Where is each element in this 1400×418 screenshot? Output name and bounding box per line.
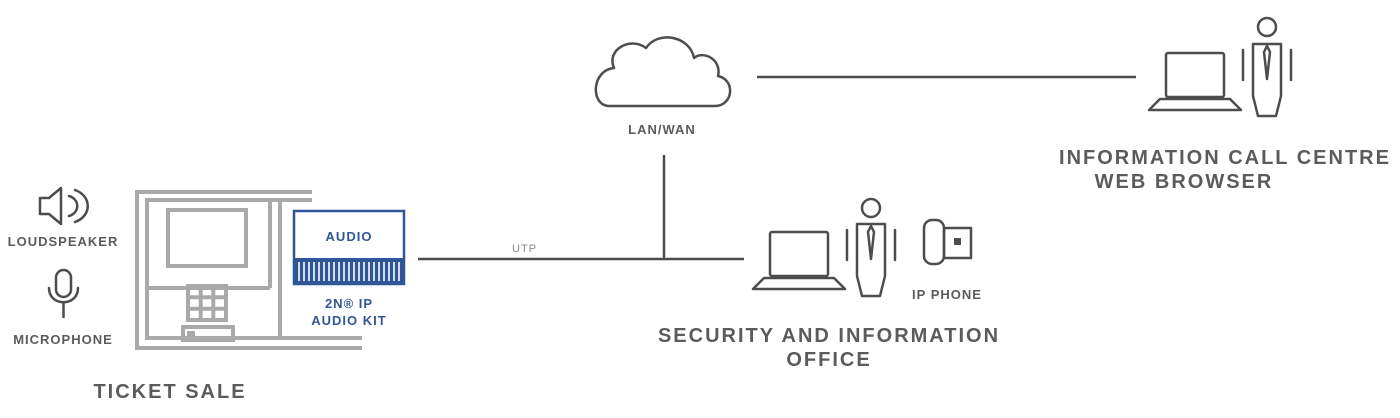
- laptop-icon: [1147, 51, 1243, 112]
- audio-kit-label-line2: AUDIO KIT: [311, 313, 386, 328]
- kiosk-screen: [166, 208, 248, 268]
- call-centre-node: INFORMATION CALL CENTRE WEB BROWSER: [1059, 16, 1391, 193]
- security-office-title: SECURITY AND INFORMATION: [658, 325, 1000, 347]
- ip-phone-icon: [922, 218, 973, 266]
- ticket-sale-node: AUDIO 2N® IP AUDIO KIT LOUDSPEAKER MICRO…: [8, 186, 406, 403]
- ticket-sale-title: TICKET SALE: [93, 381, 246, 403]
- audio-kit-badge: AUDIO: [326, 229, 373, 244]
- audio-kit-label-line1: 2N® IP: [325, 296, 373, 311]
- keypad-icon: [186, 284, 228, 322]
- lan-wan-label: LAN/WAN: [628, 122, 696, 137]
- audio-kit-icon: AUDIO: [292, 209, 406, 286]
- person-icon: [1241, 16, 1293, 118]
- call-centre-title: INFORMATION CALL CENTRE: [1059, 147, 1391, 169]
- kiosk-outline: [135, 190, 362, 350]
- connections: UTP: [418, 75, 1136, 261]
- laptop-icon: [751, 230, 847, 291]
- ip-phone-label: IP PHONE: [912, 287, 982, 302]
- loudspeaker-label: LOUDSPEAKER: [8, 234, 119, 249]
- microphone-label: MICROPHONE: [13, 332, 113, 347]
- lan-wan-node: LAN/WAN: [594, 36, 732, 137]
- microphone-icon: [47, 268, 80, 319]
- security-office-node: IP PHONE SECURITY AND INFORMATION OFFICE: [658, 197, 1000, 371]
- security-office-subtitle: OFFICE: [786, 349, 871, 371]
- call-centre-subtitle: WEB BROWSER: [1095, 171, 1274, 193]
- cloud-icon: [594, 36, 732, 108]
- card-slot: [181, 325, 235, 342]
- loudspeaker-icon: [38, 186, 89, 226]
- utp-label: UTP: [512, 243, 537, 255]
- person-icon: [845, 197, 897, 298]
